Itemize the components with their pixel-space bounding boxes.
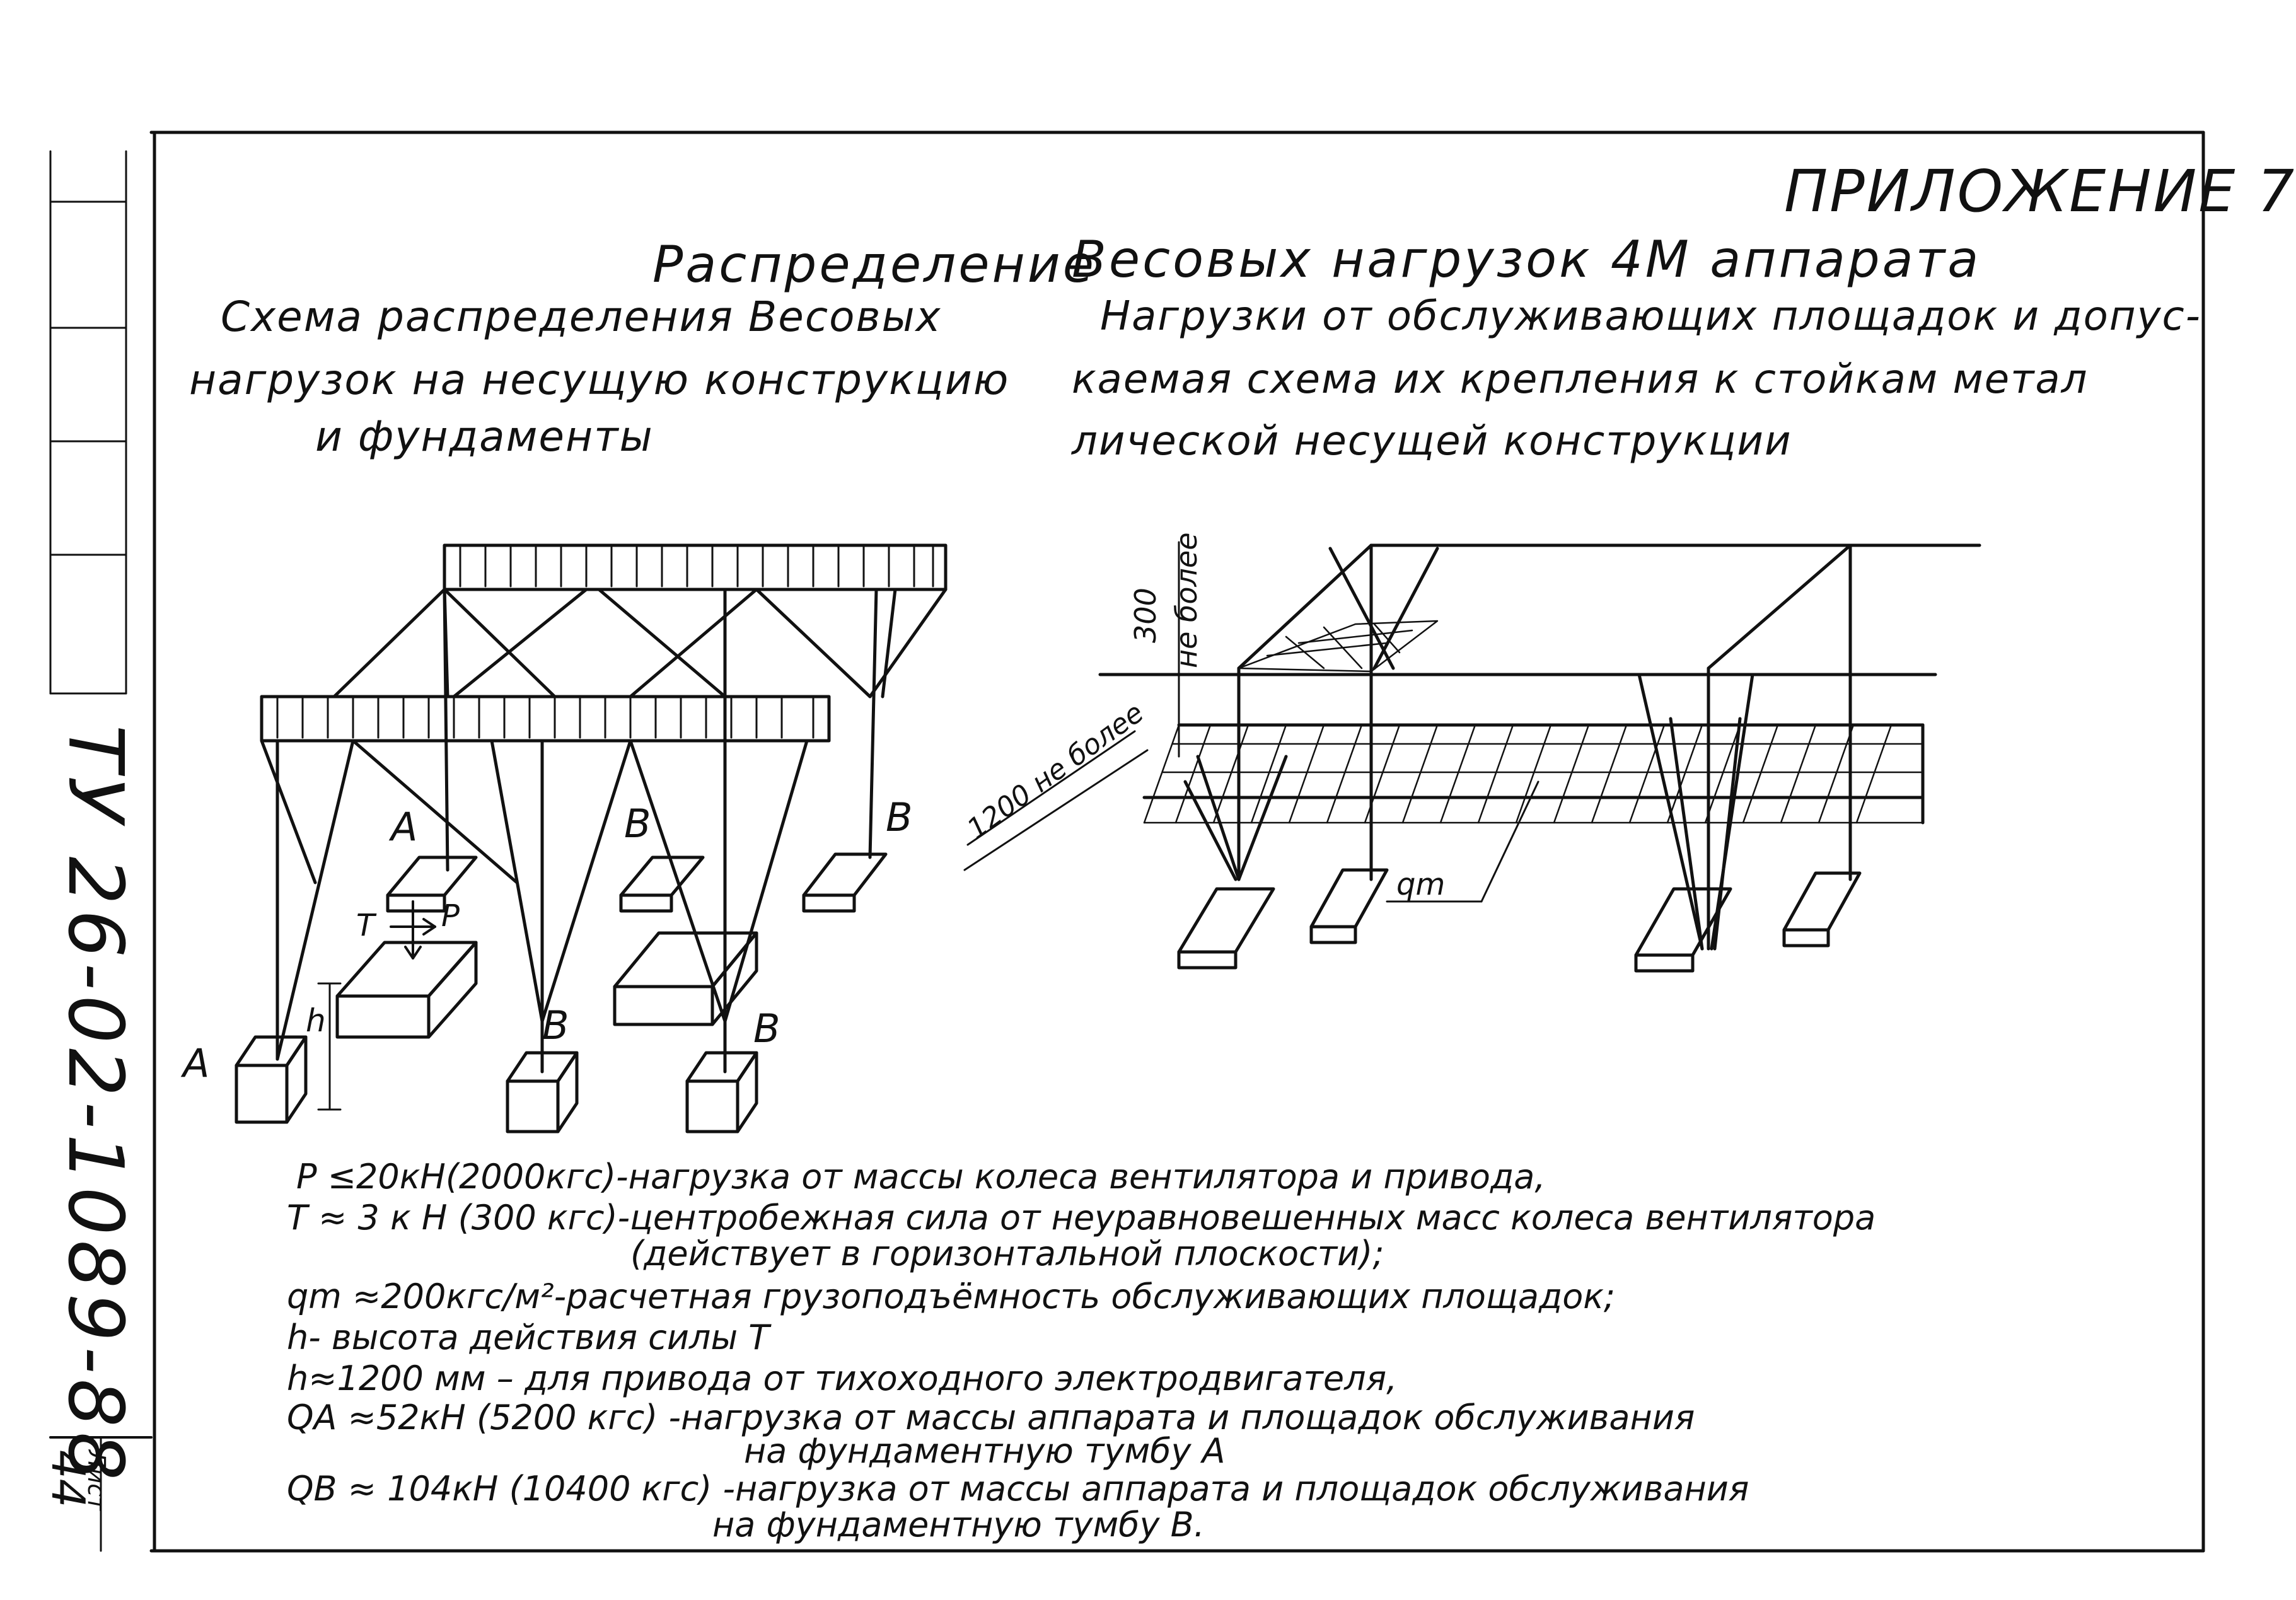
document-code: ТУ 26-02-1089-88 [51,725,139,1485]
appendix-title: ПРИЛОЖЕНИЕ 7 [1784,158,2296,225]
note-h-value: h≈1200 мм – для привода от тихоходного э… [287,1359,1398,1398]
note-t: T ≈ 3 к Н (300 кгс)-центробежная сила от… [287,1198,1876,1238]
label-force-t: T [356,908,375,943]
dimension-300-note: не более [1169,532,1203,668]
note-h: h- высота действия силы T [287,1318,770,1357]
platform-pedestal-3 [1634,887,1732,973]
left-caption-line2: нагрузок на несущую конструкцию [189,356,1010,404]
right-caption-line3: лической несущей конструкции [1072,418,1792,465]
sheet-number: 44 [42,1450,95,1508]
label-a-rear: A [391,804,418,850]
right-caption-line2: каемая схема их крепления к стойкам мета… [1072,356,2089,403]
label-a-front: A [183,1040,210,1086]
label-b-rear-1: B [624,801,651,847]
label-qm: qm [1396,867,1446,902]
note-t-cont: (действует в горизонтальной плоскости); [630,1234,1384,1273]
rear-load-beam [443,543,948,591]
technical-drawing [49,130,2205,1553]
left-caption-line3: и фундаменты [315,412,654,461]
pedestal-b-front-2 [685,1051,758,1133]
label-b-front-2: B [753,1006,780,1052]
left-caption-line1: Схема распределения Весовых [221,293,942,341]
platform-pedestal-4 [1782,871,1862,948]
drawing-sheet: ПРИЛОЖЕНИЕ 7 Распределение Весовых нагру… [42,130,2294,1553]
note-qb: QB ≈ 104кН (10400 кгс) -нагрузка от масс… [287,1469,1749,1509]
platform-pedestal-2 [1309,868,1389,944]
note-qa: QA ≈52кН (5200 кгс) -нагрузка от массы а… [287,1398,1695,1437]
label-b-front-1: B [542,1002,569,1048]
pedestal-b-rear-2 [802,852,888,913]
pedestal-a-front [235,1035,308,1124]
drive-block-a [335,941,478,1039]
label-b-rear-2: B [886,794,913,840]
right-caption-line1: Нагрузки от обслуживающих площадок и доп… [1100,293,2201,340]
main-title-part2: Весовых нагрузок 4М аппарата [1072,230,1981,289]
main-title-part1: Распределение [652,235,1096,294]
note-p: P ≤20кН(2000кгс)-нагрузка от массы колес… [296,1157,1546,1197]
pedestal-b-rear-1 [619,855,705,913]
drive-block-b [613,931,758,1026]
platform-hatching [1143,724,1924,824]
label-height-h: h [306,1002,326,1039]
note-qa-cont: на фундаментную тумбу А [744,1431,1226,1471]
label-force-p: P [441,898,460,934]
pedestal-a-rear [386,855,478,913]
front-load-beam [260,695,831,743]
note-qb-cont: на фундаментную тумбу В. [712,1505,1205,1545]
note-qm: qm ≈200кгс/м²-расчетная грузоподъёмность… [287,1277,1616,1316]
platform-pedestal-1 [1177,887,1275,970]
pedestal-b-front-1 [506,1051,579,1133]
dimension-300: 300 [1128,588,1162,643]
